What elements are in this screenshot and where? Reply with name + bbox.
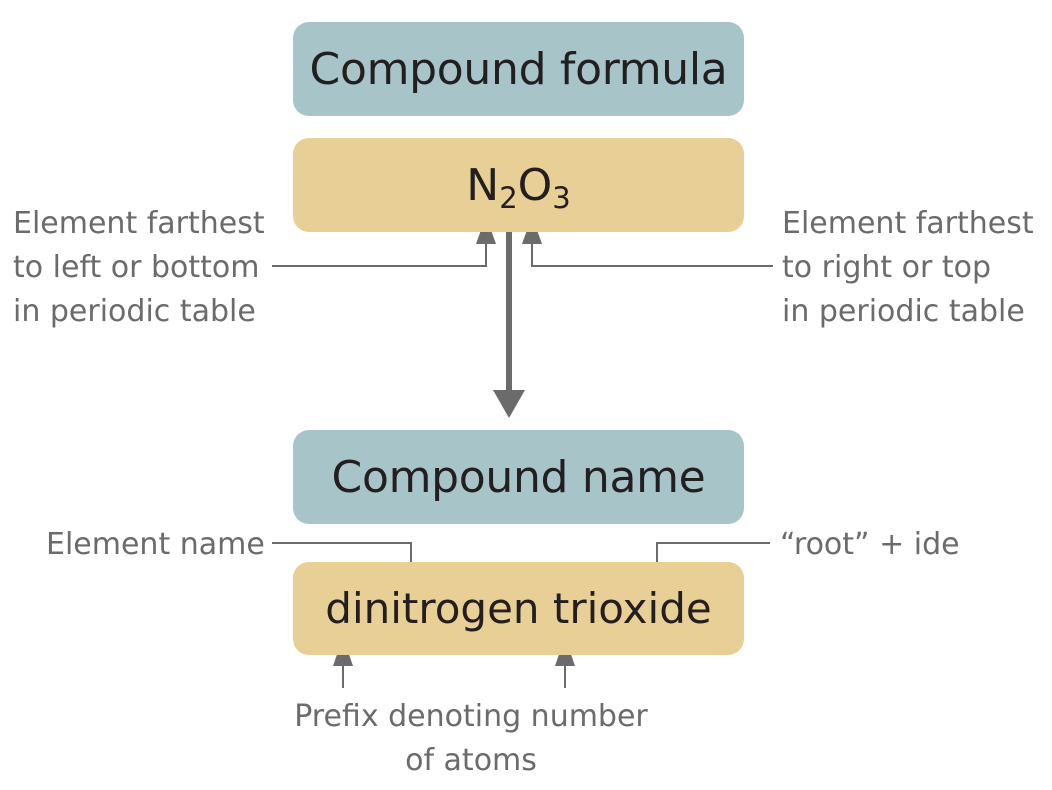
formula-subscript-2: 3 <box>552 180 571 215</box>
root-ide-connector <box>656 542 770 568</box>
compound-formula-box: Compound formula <box>293 22 744 116</box>
formula-element-2: O <box>517 159 553 211</box>
prefix-annotation-line-2: of atoms <box>405 743 537 778</box>
prefix-annotation-line-1: Prefix denoting number <box>294 699 648 734</box>
prefix-annotation: Prefix denoting number of atoms <box>270 695 672 783</box>
right-connector <box>531 240 773 267</box>
compound-name-box: Compound name <box>293 430 744 524</box>
compound-name-text: dinitrogen trioxide <box>325 584 712 633</box>
formula-element-1: N <box>466 159 500 211</box>
root-ide-label: “root” + ide <box>780 527 960 562</box>
left-annotation: Element farthest to left or bottom in pe… <box>13 202 265 334</box>
compound-formula-title: Compound formula <box>309 43 728 95</box>
main-arrow-head <box>493 390 525 418</box>
formula-subscript-1: 2 <box>499 180 518 215</box>
compound-name-title: Compound name <box>331 451 706 503</box>
right-annotation-line-1: Element farthest <box>782 206 1034 241</box>
left-connector <box>272 240 487 267</box>
left-annotation-line-2: to left or bottom <box>13 250 260 285</box>
element-name-label: Element name <box>46 527 265 562</box>
element-name-connector <box>272 542 412 568</box>
formula-box: N2O3 <box>293 138 744 232</box>
name-box: dinitrogen trioxide <box>293 562 744 655</box>
right-annotation-line-2: to right or top <box>782 250 992 285</box>
left-annotation-line-1: Element farthest <box>13 206 265 241</box>
right-annotation-line-3: in periodic table <box>782 294 1025 329</box>
right-annotation: Element farthest to right or top in peri… <box>782 202 1034 334</box>
chemical-formula: N2O3 <box>466 159 570 213</box>
left-annotation-line-3: in periodic table <box>13 294 256 329</box>
